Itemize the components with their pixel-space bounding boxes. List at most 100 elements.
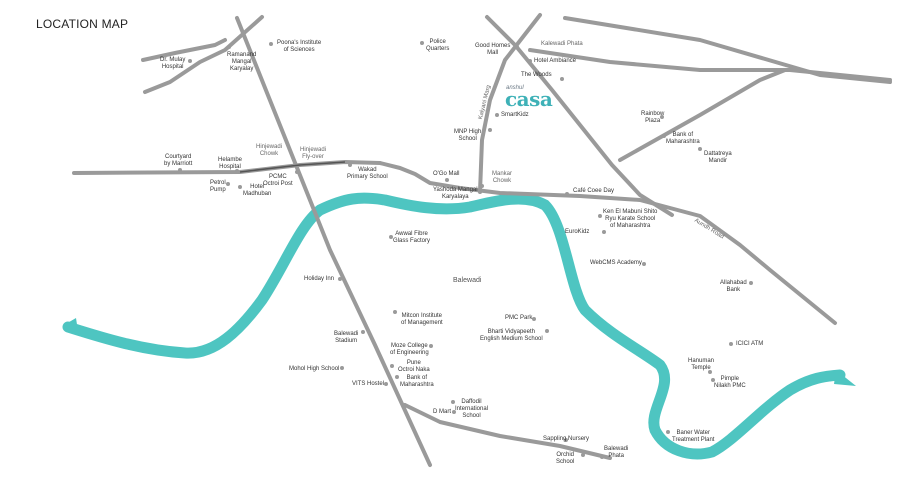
landmark-label: ICICI ATM <box>736 341 764 347</box>
landmark-label: Bank of Maharashtra <box>666 132 700 145</box>
landmark-marker <box>420 41 424 45</box>
landmark-label: Mitcon Institute of Management <box>401 313 443 326</box>
landmark-label: Helambe Hospital <box>218 157 243 170</box>
landmark-label: Dattatreya Mandir <box>704 151 732 164</box>
road-main-diagonal <box>235 16 432 467</box>
landmark-label: SmartKidz <box>501 112 529 118</box>
landmark-label: Wakad Primary School <box>347 167 388 180</box>
landmark-marker <box>340 366 344 370</box>
landmark-marker <box>711 378 715 382</box>
landmark-label: Courtyard by Marriott <box>164 154 193 167</box>
river-source-tip <box>64 318 78 331</box>
road-label: Hinjewadi Chowk <box>256 144 283 157</box>
landmark-marker <box>348 163 352 167</box>
landmark-marker <box>565 192 569 196</box>
landmark-label: WebCMS Academy <box>590 260 642 266</box>
landmark-marker <box>662 134 666 138</box>
landmark-label: Orchid School <box>556 452 575 465</box>
brand-small: anshul <box>506 85 524 91</box>
landmark-marker <box>226 182 230 186</box>
landmark-label: The Woods <box>521 72 552 78</box>
landmark-marker <box>515 45 519 49</box>
landmark-label: Good Homes Mall <box>475 43 511 56</box>
landmark-label: Ken El Mabuni Shito Ryu Karate School of… <box>603 209 658 229</box>
landmark-marker <box>269 42 273 46</box>
landmark-marker <box>729 342 733 346</box>
landmark-marker <box>395 375 399 379</box>
landmark-marker <box>451 400 455 404</box>
landmark-label: Rainbow Plaza <box>641 111 665 124</box>
landmark-label: Daffodil International School <box>455 399 489 419</box>
landmark-label: Police Quarters <box>426 39 450 52</box>
landmark-marker <box>560 77 564 81</box>
landmark-label: MNP High School <box>454 129 482 142</box>
landmark-marker <box>598 214 602 218</box>
landmark-marker <box>528 59 532 63</box>
landmark-label: Pune Octroi Naka <box>398 360 430 373</box>
hinjewadi-flyover <box>239 161 346 173</box>
landmark-marker <box>338 277 342 281</box>
landmark-label: Yashoda Mangal Karyalaya <box>433 187 478 200</box>
landmark-marker <box>708 370 712 374</box>
landmark-marker <box>495 113 499 117</box>
road-label: Mankar Chowk <box>492 171 513 184</box>
landmark-label: Ramanand Mangal Karyalay <box>227 52 257 72</box>
landmark-label: Pimple Nilakh PMC <box>714 376 746 389</box>
landmark-marker <box>602 230 606 234</box>
landmark-marker <box>393 310 397 314</box>
landmark-marker <box>389 235 393 239</box>
landmark-label: Balewadi Phata <box>604 446 629 459</box>
road-d-mart <box>403 403 612 460</box>
landmark-label: Hotel Ambiance <box>534 58 577 64</box>
landmark-marker <box>532 317 536 321</box>
landmark-label: Sappling Nursery <box>543 436 590 442</box>
road-label: Hinjewadi Fly-over <box>300 147 327 160</box>
landmark-marker <box>188 59 192 63</box>
landmark-marker <box>666 430 670 434</box>
landmark-marker <box>429 344 433 348</box>
landmark-marker <box>545 329 549 333</box>
landmark-marker <box>227 45 231 49</box>
landmark-marker <box>390 364 394 368</box>
landmark-label: Poona's Institute of Sciences <box>277 40 322 53</box>
area-label: Balewadi <box>453 277 482 284</box>
river <box>62 192 846 460</box>
landmark-label: Moze College of Engineering <box>390 343 429 356</box>
landmark-label: Holiday Inn <box>304 276 335 282</box>
landmark-label: Petrol Pump <box>210 180 226 193</box>
landmark-label: D Mart <box>433 409 451 415</box>
landmark-label: PMC Park <box>505 315 533 321</box>
landmark-label: Bharti Vidyapeeth English Medium School <box>480 329 543 342</box>
road-northwest-1 <box>141 38 227 62</box>
landmark-marker <box>361 330 365 334</box>
landmark-label: Awwal Fibre Glass Factory <box>393 231 431 244</box>
anshul-casa-logo: anshul casa <box>505 85 565 111</box>
landmark-marker <box>600 455 604 459</box>
road-label: Kalewadi Phata <box>541 41 583 47</box>
landmark-marker <box>480 184 484 188</box>
landmark-marker <box>581 453 585 457</box>
landmark-label: Café Coee Day <box>573 188 615 194</box>
road-northwest-2 <box>143 15 264 94</box>
landmark-label: VITS Hostel <box>352 381 385 387</box>
landmark-label: PCMC Octroi Post <box>263 174 293 187</box>
landmark-label: Hanuman Temple <box>688 358 715 371</box>
landmark-marker <box>488 128 492 132</box>
landmark-label: Mohol High School <box>289 366 340 372</box>
river-end-tip <box>834 370 856 386</box>
landmark-label: Dr. Mulay Hospital <box>160 57 186 70</box>
road-northeast <box>563 16 892 84</box>
landmark-marker <box>564 438 568 442</box>
landmark-label: Baner Water Treatment Plant <box>672 430 715 443</box>
landmark-label: Bank of Maharashtra <box>400 375 434 388</box>
landmark-marker <box>238 185 242 189</box>
landmark-marker <box>295 170 299 174</box>
landmark-marker <box>749 281 753 285</box>
landmark-marker <box>698 147 702 151</box>
landmark-marker <box>235 169 239 173</box>
landmark-label: Allahabad Bank <box>720 280 747 293</box>
landmark-label: Balewadi Stadium <box>334 331 359 344</box>
landmark-marker <box>660 115 664 119</box>
